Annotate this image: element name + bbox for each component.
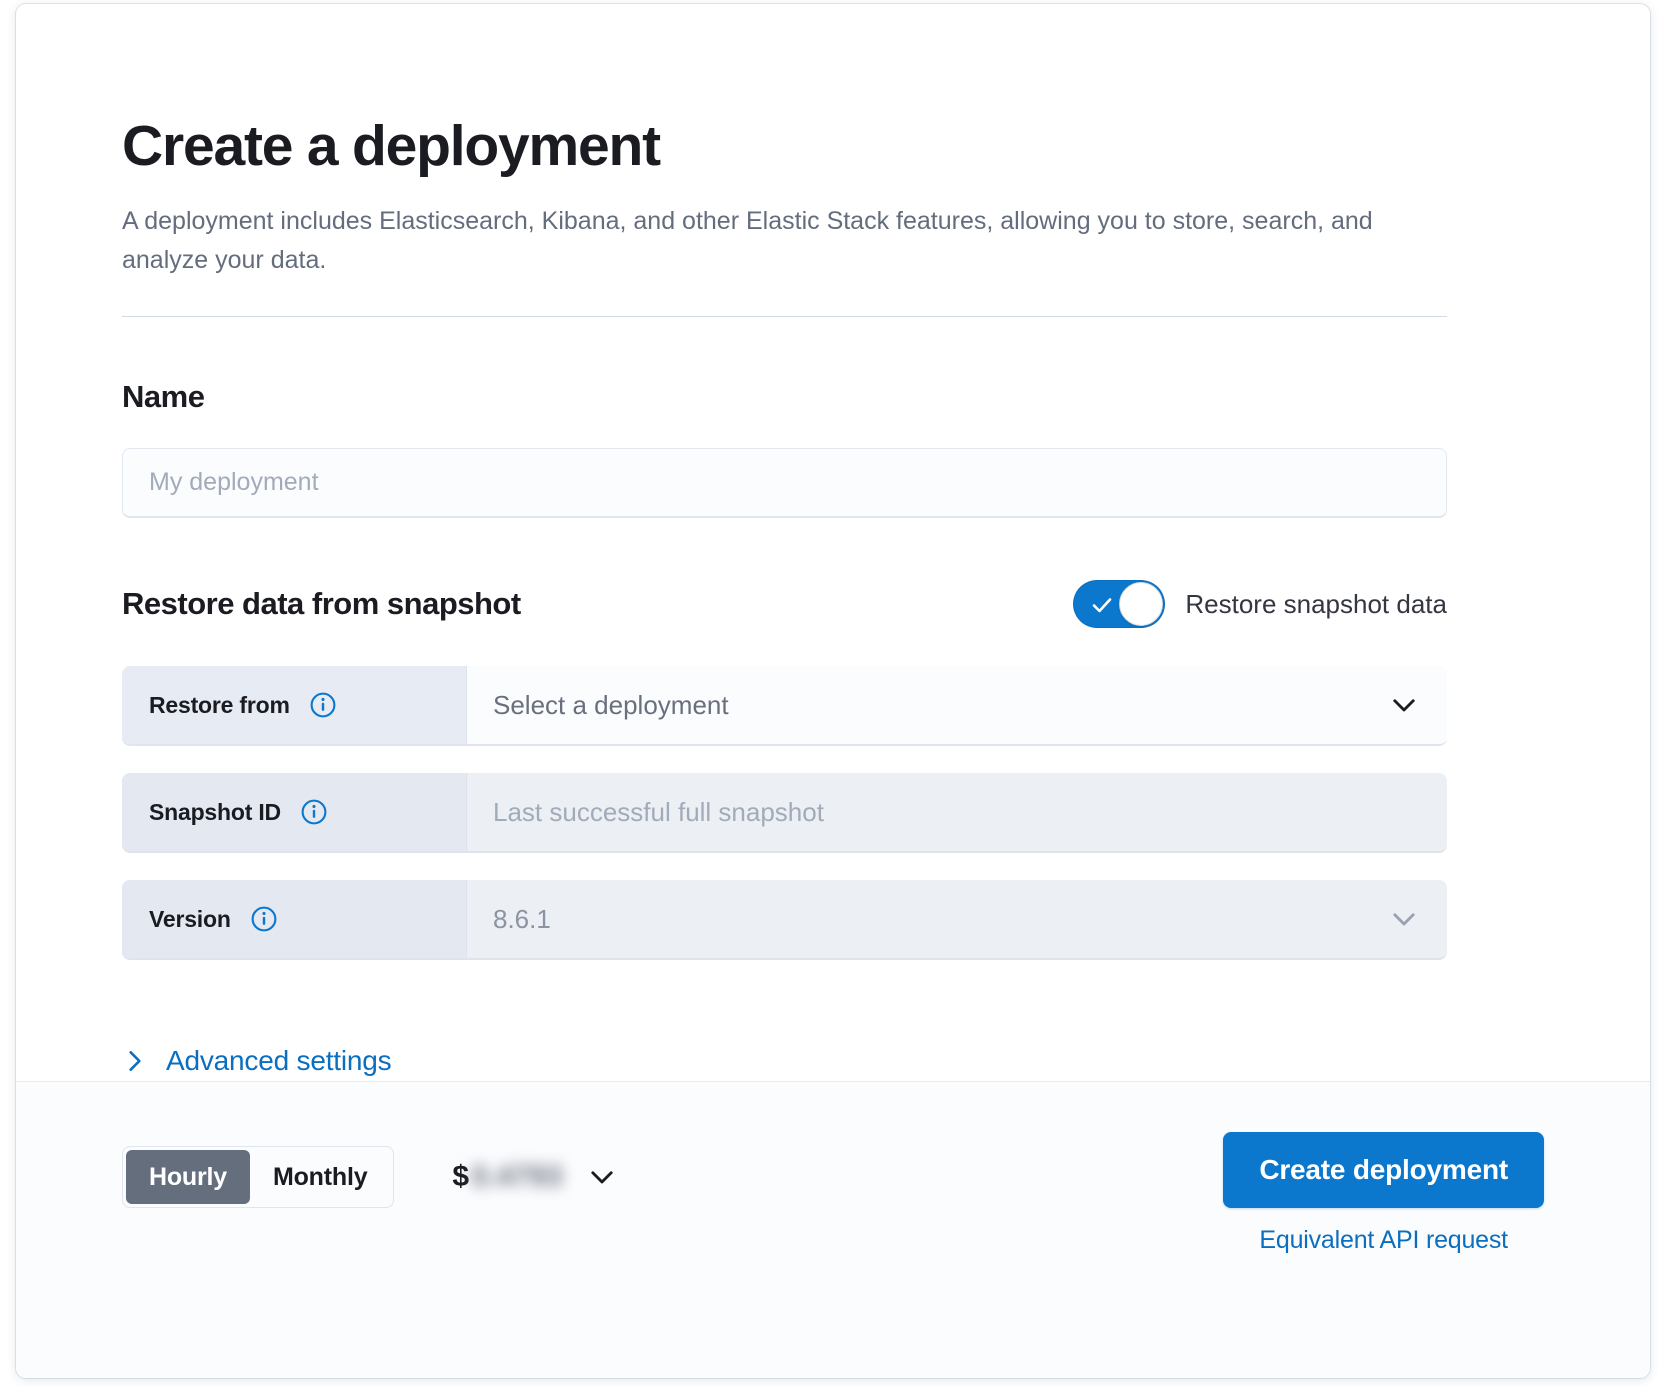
version-field: 8.6.1 [467, 880, 1447, 958]
bottom-action-bar: Hourly Monthly $0.4793 Create deployment [16, 1081, 1650, 1378]
restore-toggle-label: Restore snapshot data [1185, 588, 1447, 619]
restore-from-field[interactable]: Select a deployment [467, 666, 1447, 744]
restore-from-value: Select a deployment [493, 689, 729, 720]
price-value: $0.4793 [452, 1160, 562, 1194]
billing-period-segmented-control[interactable]: Hourly Monthly [122, 1146, 395, 1208]
chevron-down-icon [1393, 913, 1415, 926]
snapshot-id-value: Last successful full snapshot [493, 796, 824, 827]
restore-snapshot-toggle[interactable] [1073, 580, 1166, 628]
restore-toggle-group[interactable]: Restore snapshot data [1073, 580, 1447, 628]
name-section: Name My deployment [122, 379, 1514, 518]
snapshot-id-row: Snapshot ID Last successful full snapsho… [122, 773, 1447, 853]
restore-form-rows: Restore from Select a deployment [122, 666, 1514, 960]
snapshot-id-field: Last successful full snapshot [467, 773, 1447, 851]
equivalent-api-request-link[interactable]: Equivalent API request [1259, 1226, 1508, 1254]
price-display[interactable]: $0.4793 [452, 1160, 618, 1194]
restore-from-row[interactable]: Restore from Select a deployment [122, 666, 1447, 746]
restore-from-prepend: Restore from [122, 666, 467, 744]
toggle-knob [1119, 582, 1164, 626]
chevron-down-icon[interactable] [1387, 688, 1421, 722]
advanced-settings-toggle[interactable]: Advanced settings [122, 1045, 392, 1077]
check-icon [1093, 598, 1112, 613]
version-value: 8.6.1 [493, 903, 551, 934]
currency-symbol: $ [452, 1160, 470, 1193]
panel-body: Create a deployment A deployment include… [16, 4, 1650, 1081]
header-divider [122, 316, 1447, 317]
create-deployment-panel: Create a deployment A deployment include… [16, 4, 1650, 1378]
advanced-settings-label: Advanced settings [166, 1045, 392, 1076]
restore-section-header: Restore data from snapshot Restore snaps… [122, 580, 1447, 628]
snapshot-id-label: Snapshot ID [149, 798, 281, 825]
page-title: Create a deployment [122, 114, 661, 178]
info-circle-icon[interactable] [301, 799, 327, 825]
billing-period-hourly[interactable]: Hourly [126, 1150, 250, 1204]
restore-section: Restore data from snapshot Restore snaps… [122, 580, 1514, 1081]
form-content: Create a deployment A deployment include… [122, 116, 1514, 1081]
bottom-bar-inner: Hourly Monthly $0.4793 Create deployment [122, 1132, 1544, 1255]
chevron-right-icon [129, 1051, 141, 1071]
info-circle-icon[interactable] [310, 692, 336, 718]
price-amount: 0.4793 [471, 1160, 563, 1193]
create-deployment-button[interactable]: Create deployment [1223, 1132, 1544, 1208]
restore-heading: Restore data from snapshot [122, 586, 521, 621]
restore-from-label: Restore from [149, 691, 290, 718]
version-label: Version [149, 905, 231, 932]
pricing-controls: Hourly Monthly $0.4793 [122, 1132, 619, 1208]
version-row: Version 8.6.1 [122, 880, 1447, 960]
chevron-down-icon[interactable] [585, 1160, 619, 1194]
version-prepend: Version [122, 880, 467, 958]
info-circle-icon[interactable] [251, 906, 277, 932]
snapshot-id-prepend: Snapshot ID [122, 773, 467, 851]
submit-group: Create deployment Equivalent API request [1223, 1132, 1544, 1255]
name-heading: Name [122, 379, 205, 414]
page-description: A deployment includes Elasticsearch, Kib… [122, 207, 1373, 274]
billing-period-monthly[interactable]: Monthly [272, 1162, 368, 1191]
deployment-name-input[interactable]: My deployment [122, 448, 1447, 518]
